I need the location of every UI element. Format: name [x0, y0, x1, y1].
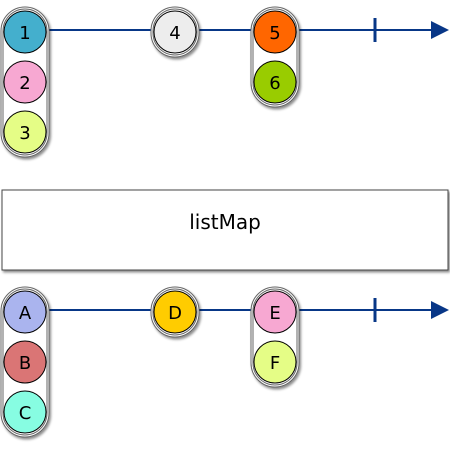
marble-circle [3, 10, 47, 54]
marble-a: A [3, 290, 47, 334]
marble-circle [253, 10, 297, 54]
marble-circle [253, 340, 297, 384]
marble-2: 2 [3, 60, 47, 104]
input-timeline: 1 2 3 4 5 [0, 6, 449, 158]
marble-circle [153, 290, 197, 334]
group-capsule-inner [252, 8, 298, 106]
marble-circle [3, 110, 47, 154]
output-timeline-arrow [431, 301, 449, 319]
input-group-3: 5 6 [250, 6, 300, 108]
marble-d: D [153, 290, 197, 334]
marble-c: C [3, 390, 47, 434]
marble-circle [153, 10, 197, 54]
marble-label: 5 [269, 23, 280, 44]
input-group-1: 1 2 3 [0, 6, 50, 158]
marble-circle [3, 290, 47, 334]
marble-label: E [269, 303, 280, 324]
group-capsule-inner [152, 288, 198, 336]
marble-label: B [19, 353, 31, 374]
marble-circle [253, 290, 297, 334]
output-timeline: A B C D E [0, 286, 449, 438]
group-capsule-inner [2, 8, 48, 156]
marble-circle [3, 60, 47, 104]
marble-circle [3, 340, 47, 384]
marble-label: 2 [19, 73, 30, 94]
group-capsule-inner [152, 8, 198, 56]
marble-b: B [3, 340, 47, 384]
marble-3: 3 [3, 110, 47, 154]
marble-f: F [253, 340, 297, 384]
marble-label: 3 [19, 123, 30, 144]
marble-label: A [19, 303, 32, 324]
marble-label: C [19, 403, 32, 424]
marble-label: 1 [19, 23, 30, 44]
marble-6: 6 [253, 60, 297, 104]
marble-label: 4 [169, 23, 180, 44]
group-capsule-inner [252, 288, 298, 386]
operator-box: listMap [1, 189, 449, 271]
marble-circle [253, 60, 297, 104]
marble-5: 5 [253, 10, 297, 54]
operator-label: listMap [189, 210, 261, 234]
output-group-1: A B C [0, 286, 50, 438]
operator-box-rect [1, 189, 449, 271]
marble-label: 6 [269, 73, 280, 94]
output-group-3: E F [250, 286, 300, 388]
marble-circle [3, 390, 47, 434]
input-timeline-arrow [431, 21, 449, 39]
marble-1: 1 [3, 10, 47, 54]
marble-label: D [168, 303, 182, 324]
group-capsule-inner [2, 288, 48, 436]
marble-label: F [270, 353, 280, 374]
marble-4: 4 [153, 10, 197, 54]
output-group-2: D [150, 286, 200, 338]
input-group-2: 4 [150, 6, 200, 58]
marble-e: E [253, 290, 297, 334]
